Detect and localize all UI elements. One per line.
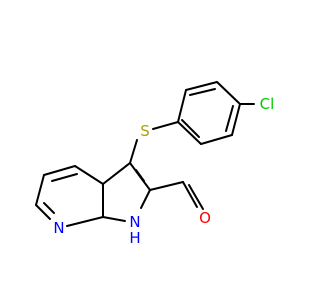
bond bbox=[35, 204, 51, 220]
bond bbox=[51, 173, 78, 182]
bond bbox=[185, 81, 218, 91]
atom-label-chlorine: Cl bbox=[260, 95, 275, 113]
bond bbox=[74, 165, 104, 185]
bond bbox=[149, 181, 184, 191]
bond bbox=[102, 162, 131, 185]
bond bbox=[140, 189, 151, 209]
atom-label-pyrrole-nitrogen: N bbox=[129, 213, 140, 231]
atom-label-aldehyde-oxygen: O bbox=[199, 209, 211, 227]
bond bbox=[231, 103, 241, 136]
bond bbox=[216, 81, 241, 105]
bond bbox=[188, 184, 204, 210]
bond bbox=[135, 169, 145, 182]
structure-diagram: S Cl N N H O bbox=[35, 81, 275, 247]
bond bbox=[35, 174, 45, 206]
atom-label-pyridine-nitrogen: N bbox=[53, 219, 64, 237]
aldehyde-group bbox=[149, 181, 204, 210]
bond bbox=[225, 105, 234, 132]
molecule-canvas: S Cl N N H O bbox=[35, 81, 275, 247]
bond bbox=[43, 165, 76, 176]
bond bbox=[177, 121, 202, 145]
atom-label-sulfur: S bbox=[140, 122, 150, 140]
pyrrole-ring bbox=[102, 162, 151, 222]
bond bbox=[200, 134, 233, 145]
bond bbox=[189, 88, 216, 96]
bond bbox=[129, 139, 138, 164]
atom-label-pyrrole-hydrogen: H bbox=[129, 229, 140, 247]
chlorophenyl-ring bbox=[177, 81, 241, 145]
bond bbox=[177, 89, 187, 123]
bond bbox=[181, 119, 200, 138]
bond bbox=[66, 216, 104, 227]
bond bbox=[152, 121, 179, 130]
bond bbox=[43, 202, 55, 214]
pyridine-ring bbox=[35, 165, 104, 227]
bond bbox=[182, 181, 198, 208]
bond bbox=[102, 216, 126, 222]
